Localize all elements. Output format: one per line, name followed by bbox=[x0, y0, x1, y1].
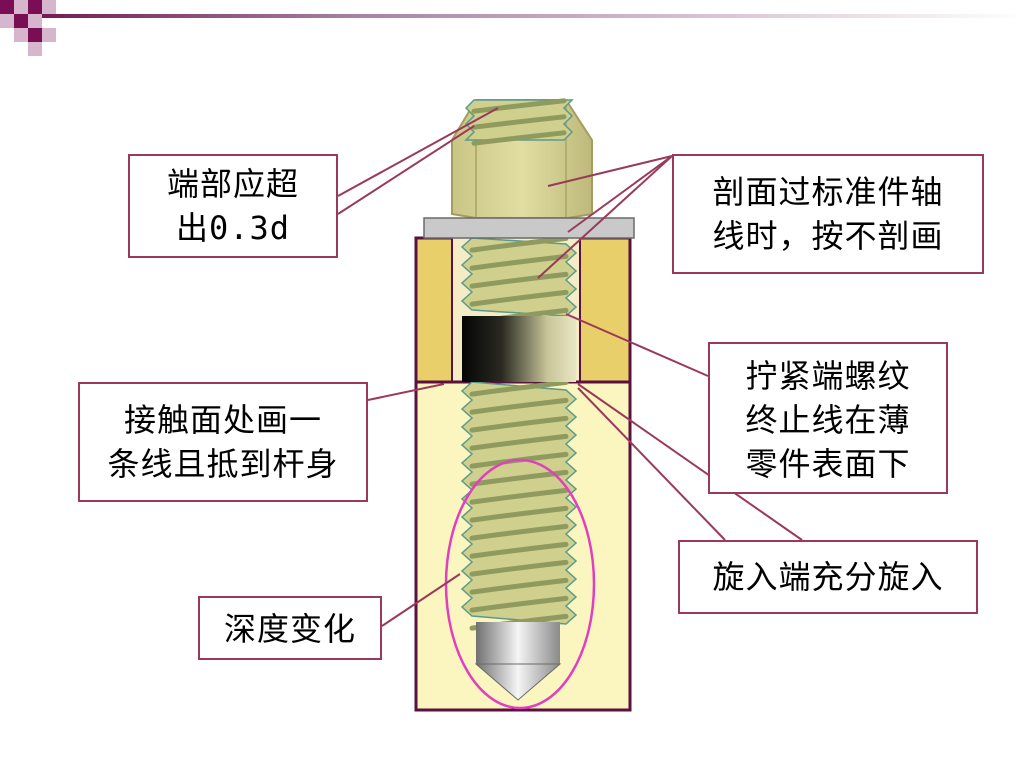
thread-lower-crest bbox=[469, 415, 569, 433]
thread-lower-crest bbox=[469, 487, 569, 505]
thread-lower-crest bbox=[469, 469, 569, 487]
stud-thread bbox=[460, 235, 578, 631]
thread-upper-crest bbox=[469, 289, 569, 307]
label-tighten-thread-line3: 零件表面下 bbox=[745, 445, 911, 483]
protruding-thread bbox=[464, 98, 574, 146]
leader-lines bbox=[337, 107, 803, 627]
label-depth-change: 深度变化 bbox=[198, 596, 382, 660]
label-contact-surface-line1: 接触面处画一 bbox=[123, 401, 322, 439]
thread-lower-crest bbox=[469, 595, 569, 613]
thread-top-crest bbox=[471, 98, 567, 114]
stud-tip bbox=[474, 622, 562, 701]
label-screw-in-end: 旋入端充分旋入 bbox=[678, 540, 978, 614]
thread-top-crest bbox=[471, 114, 567, 130]
thread-lower-crest bbox=[469, 559, 569, 577]
label-tighten-thread-line1: 拧紧端螺纹 bbox=[745, 357, 911, 395]
label-section-axis: 剖面过标准件轴 线时，按不剖画 bbox=[672, 154, 984, 274]
label-screw-in-end-line1: 旋入端充分旋入 bbox=[712, 558, 944, 596]
label-contact-surface-line2: 条线且抵到杆身 bbox=[107, 445, 339, 483]
thread-lower-crest bbox=[469, 379, 569, 397]
label-depth-change-line1: 深度变化 bbox=[223, 610, 356, 648]
thread-upper-crest bbox=[469, 271, 569, 289]
label-end-exceed-prefix: 出 bbox=[175, 209, 209, 247]
label-tighten-thread-line2: 终止线在薄 bbox=[745, 401, 911, 439]
label-tighten-thread: 拧紧端螺纹 终止线在薄 零件表面下 bbox=[708, 342, 948, 494]
label-section-axis-line2: 线时，按不剖画 bbox=[712, 217, 944, 255]
label-end-exceed-line1: 端部应超 bbox=[166, 165, 299, 203]
label-end-exceed-line2: 出0.3d bbox=[130, 206, 336, 250]
label-section-axis-line1: 剖面过标准件轴 bbox=[712, 173, 944, 211]
thread-lower-crest bbox=[469, 397, 569, 415]
label-end-exceed: 端部应超 出0.3d bbox=[128, 154, 338, 258]
washer bbox=[423, 217, 635, 239]
slide-header-decoration bbox=[0, 0, 1024, 56]
thread-upper-crest bbox=[469, 235, 569, 253]
thread-lower-crest bbox=[469, 541, 569, 559]
thread-top-crest bbox=[471, 130, 567, 146]
thread-lower-crest bbox=[469, 433, 569, 451]
label-end-exceed-value: 0.3d bbox=[208, 209, 291, 247]
unthreaded-shank bbox=[462, 316, 576, 382]
label-contact-surface: 接触面处画一 条线且抵到杆身 bbox=[78, 382, 368, 502]
thread-lower-crest bbox=[469, 505, 569, 523]
thread-lower-crest bbox=[469, 577, 569, 595]
thread-lower-crest bbox=[469, 523, 569, 541]
thread-upper-crest bbox=[469, 253, 569, 271]
